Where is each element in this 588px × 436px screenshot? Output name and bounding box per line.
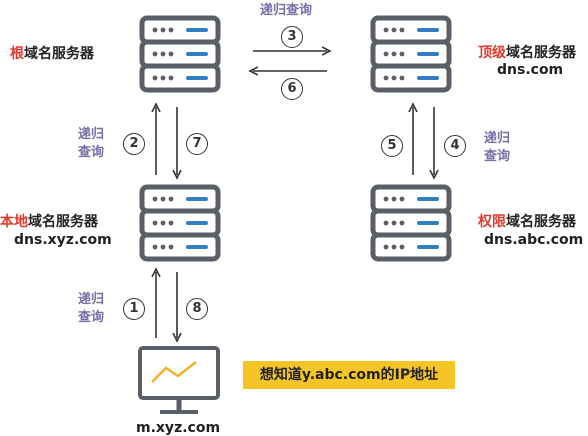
step-6: 6 [281, 78, 303, 100]
auth-server-label: 权限域名服务器 [478, 214, 576, 230]
local-server-icon[interactable] [142, 187, 218, 259]
local-server-host: dns.xyz.com [14, 232, 112, 248]
tld-server-host: dns.com [497, 62, 564, 78]
root-server-label: 根域名服务器 [10, 46, 94, 62]
query-label-root-local: 递归查询 [78, 127, 105, 160]
query-label-top: 递归查询 [260, 3, 313, 18]
query-callout: 想知道y.abc.com的IP地址 [243, 361, 455, 389]
tld-server-label: 顶级域名服务器 [478, 45, 576, 61]
step-8: 8 [186, 298, 208, 320]
auth-server-icon[interactable] [373, 187, 449, 259]
step-2: 2 [123, 133, 145, 155]
step-5: 5 [381, 135, 403, 157]
step-3: 3 [281, 26, 303, 48]
query-label-local-client: 递归查询 [78, 292, 105, 325]
tld-server-icon[interactable] [373, 18, 449, 90]
local-server-label: 本地域名服务器 [0, 214, 98, 230]
step-7: 7 [186, 133, 208, 155]
root-server-icon[interactable] [142, 18, 218, 90]
client-host: m.xyz.com [136, 420, 221, 436]
monitor-icon[interactable] [138, 346, 220, 414]
step-4: 4 [444, 135, 466, 157]
step-1: 1 [123, 298, 145, 320]
auth-server-host: dns.abc.com [484, 232, 584, 248]
query-label-tld-auth: 递归查询 [484, 131, 511, 164]
